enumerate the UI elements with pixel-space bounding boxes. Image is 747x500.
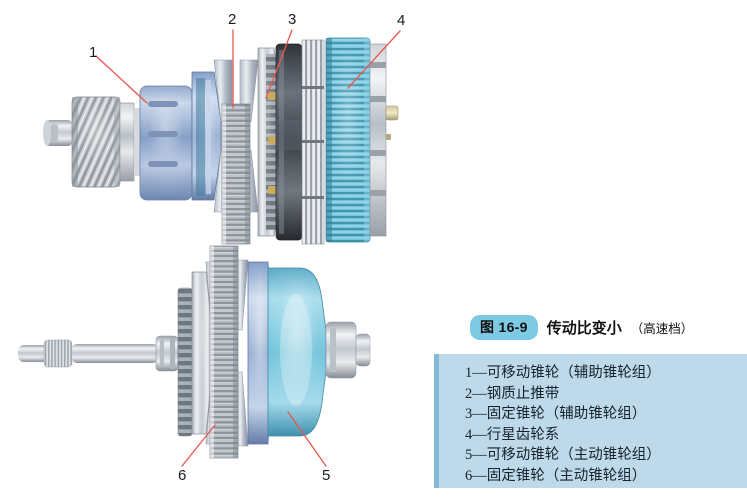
steel-push-belt-lower [209, 245, 239, 459]
leader-line-4 [347, 30, 401, 89]
clutch-plate-stack [301, 39, 325, 245]
fixed-cone-primary [177, 271, 213, 437]
primary-output-hub [325, 321, 371, 379]
planetary-gear-set [325, 37, 371, 243]
legend-item-6: 6—固定锥轮（主动锥轮组） [465, 467, 647, 484]
callout-number-4: 4 [397, 12, 406, 29]
lower-assembly-primary-pulley [18, 245, 371, 459]
callout-number-6: 6 [178, 467, 187, 484]
legend-box: 1—可移动锥轮（辅助锥轮组） 2—钢质止推带 3—固定锥轮（辅助锥轮组） 4—行… [434, 354, 747, 488]
callout-number-1: 1 [89, 44, 98, 61]
bearing-collar [119, 102, 140, 182]
legend-item-3: 3—固定锥轮（辅助锥轮组） [465, 406, 647, 422]
leader-line-5 [287, 411, 327, 467]
primary-input-shaft [18, 335, 179, 372]
primary-hydraulic-cylinder [267, 267, 327, 437]
legend-item-5: 5—可移动锥轮（主动锥轮组） [465, 447, 661, 463]
figure-number-badge: 图 16-9 [470, 315, 538, 340]
steel-push-belt-upper [221, 103, 251, 245]
legend-item-2: 2—钢质止推带 [465, 385, 560, 402]
clutch-housing [275, 43, 303, 241]
upper-assembly-secondary-pulley [43, 37, 399, 245]
secondary-input-shaft [43, 120, 72, 146]
callout-number-2: 2 [228, 11, 237, 28]
legend-item-4: 4—行星齿轮系 [465, 426, 560, 443]
callout-number-3: 3 [288, 11, 297, 28]
leader-line-3 [265, 29, 293, 99]
callout-number-5: 5 [322, 467, 331, 484]
planetary-carrier-ring [369, 43, 399, 237]
callout-leader-lines [95, 29, 401, 467]
figure-title-subtitle: （高速档） [630, 322, 694, 336]
movable-cone-hub-secondary [139, 85, 193, 201]
helical-gear [71, 96, 121, 188]
fixed-cone-secondary [257, 47, 277, 237]
leader-line-6 [181, 424, 216, 467]
figure-caption: 图 16-9 传动比变小 （高速档） [470, 315, 693, 340]
figure-title: 传动比变小 [546, 320, 622, 337]
movable-cone-disc-primary [247, 261, 273, 445]
leader-line-1 [95, 55, 148, 104]
legend-item-1: 1—可移动锥轮（辅助锥轮组） [465, 365, 661, 381]
movable-cone-disc-secondary [191, 71, 222, 201]
